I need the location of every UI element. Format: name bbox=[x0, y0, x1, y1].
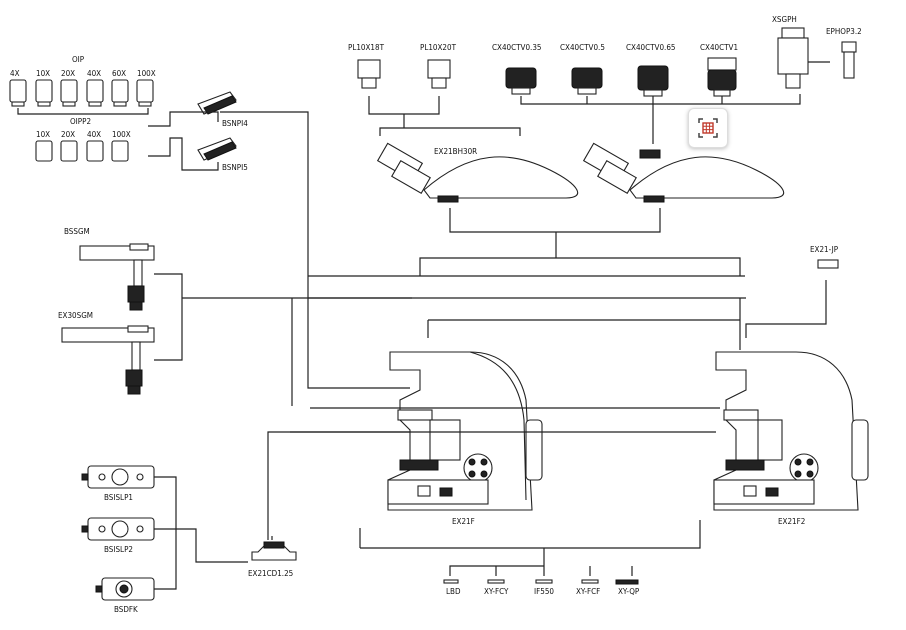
filter-xy-fcy: XY-FCY bbox=[484, 579, 509, 596]
svg-text:100X: 100X bbox=[112, 130, 131, 139]
grid-frame-button[interactable] bbox=[688, 108, 728, 148]
filter-xy-fcf: XY-FCF bbox=[576, 579, 600, 596]
svg-text:EX21BH30R: EX21BH30R bbox=[434, 147, 477, 156]
svg-text:BSDFK: BSDFK bbox=[114, 605, 138, 614]
svg-text:EX21F: EX21F bbox=[452, 517, 475, 526]
filter-if550: IF550 bbox=[534, 579, 554, 596]
svg-text:EX21CD1.25: EX21CD1.25 bbox=[248, 569, 293, 578]
xsgph-label: XSGPH bbox=[772, 15, 797, 24]
svg-text:100X: 100X bbox=[137, 69, 156, 78]
head-ex21-right bbox=[582, 142, 784, 203]
svg-text:LBD: LBD bbox=[446, 587, 461, 596]
oipp2-objectives: 10X 20X 40X 100X bbox=[35, 130, 131, 162]
objective2-40x: 40X bbox=[86, 130, 104, 162]
svg-text:20X: 20X bbox=[61, 69, 75, 78]
svg-text:XY-QP: XY-QP bbox=[618, 587, 640, 596]
camera-adapter-xsgph bbox=[777, 27, 809, 89]
objective-60x: 60X bbox=[111, 69, 129, 107]
adapter-cx40ctv05 bbox=[571, 67, 603, 95]
svg-text:10X: 10X bbox=[36, 130, 50, 139]
svg-text:BSNPI5: BSNPI5 bbox=[222, 163, 248, 172]
objective2-10x: 10X bbox=[35, 130, 53, 162]
objective2-100x: 100X bbox=[111, 130, 131, 162]
svg-text:40X: 40X bbox=[87, 69, 101, 78]
adapter-05-label: CX40CTV0.5 bbox=[560, 43, 605, 52]
svg-text:BSNPI4: BSNPI4 bbox=[222, 119, 248, 128]
stage-bssgm-label: BSSGM bbox=[64, 227, 90, 236]
adapter-cx40ctv1 bbox=[707, 57, 737, 97]
eyepiece-pl10x18t-label: PL10X18T bbox=[348, 43, 385, 52]
nosepiece-bsnpi5: BSNPI5 bbox=[196, 137, 248, 172]
svg-text:40X: 40X bbox=[87, 130, 101, 139]
svg-text:BSISLP1: BSISLP1 bbox=[104, 493, 133, 502]
svg-text:20X: 20X bbox=[61, 130, 75, 139]
adapter-035-label: CX40CTV0.35 bbox=[492, 43, 541, 52]
filter-xy-qp: XY-QP bbox=[615, 579, 640, 596]
slider-bsislp1: BSISLP1 bbox=[81, 465, 155, 502]
head-ex21bh30r: EX21BH30R bbox=[376, 142, 578, 203]
body-ex21f2: EX21F2 bbox=[713, 351, 869, 526]
objective-10x: 10X bbox=[35, 69, 53, 107]
condenser-ex21cd125: EX21CD1.25 bbox=[248, 541, 297, 578]
adapter-1-label: CX40CTV1 bbox=[700, 43, 738, 52]
slider-bsdfk: BSDFK bbox=[95, 577, 155, 614]
svg-text:XY-FCF: XY-FCF bbox=[576, 587, 600, 596]
objective2-20x: 20X bbox=[60, 130, 78, 162]
svg-text:BSISLP2: BSISLP2 bbox=[104, 545, 133, 554]
objective-4x: 4X bbox=[9, 69, 27, 107]
objective-40x: 40X bbox=[86, 69, 104, 107]
objective-100x: 100X bbox=[136, 69, 156, 107]
svg-text:4X: 4X bbox=[10, 69, 20, 78]
eyepiece-pl10x18t bbox=[357, 59, 381, 89]
svg-text:IF550: IF550 bbox=[534, 587, 554, 596]
nosepiece-bsnpi4: BSNPI4 bbox=[196, 91, 248, 128]
ephop-label: EPHOP3.2 bbox=[826, 27, 862, 36]
svg-text:10X: 10X bbox=[36, 69, 50, 78]
stage-ex30sgm bbox=[61, 325, 155, 395]
eyepiece-pl10x20t-label: PL10X20T bbox=[420, 43, 457, 52]
filter-lbd: LBD bbox=[443, 579, 461, 596]
stage-ex30sgm-label: EX30SGM bbox=[58, 311, 93, 320]
objective-20x: 20X bbox=[60, 69, 78, 107]
svg-text:EX21F2: EX21F2 bbox=[778, 517, 805, 526]
adapter-cx40ctv065 bbox=[637, 65, 669, 97]
slider-bsislp2: BSISLP2 bbox=[81, 517, 155, 554]
svg-text:XY-FCY: XY-FCY bbox=[484, 587, 509, 596]
stage-bssgm bbox=[79, 243, 155, 311]
adapter-cx40ctv035 bbox=[505, 67, 537, 95]
ephop32 bbox=[841, 41, 857, 79]
jp-label: EX21-JP bbox=[810, 245, 839, 254]
svg-text:60X: 60X bbox=[112, 69, 126, 78]
grid-frame-icon bbox=[698, 118, 718, 138]
body-ex21f: EX21F bbox=[387, 351, 543, 526]
eyepiece-pl10x20t bbox=[427, 59, 451, 89]
oip-title: OIP bbox=[72, 55, 85, 64]
oip-objectives: 4X 10X 20X 40X 60X 100X bbox=[9, 69, 156, 107]
adapter-065-label: CX40CTV0.65 bbox=[626, 43, 675, 52]
jp-part bbox=[817, 259, 839, 269]
oipp2-title: OIPP2 bbox=[70, 117, 91, 126]
